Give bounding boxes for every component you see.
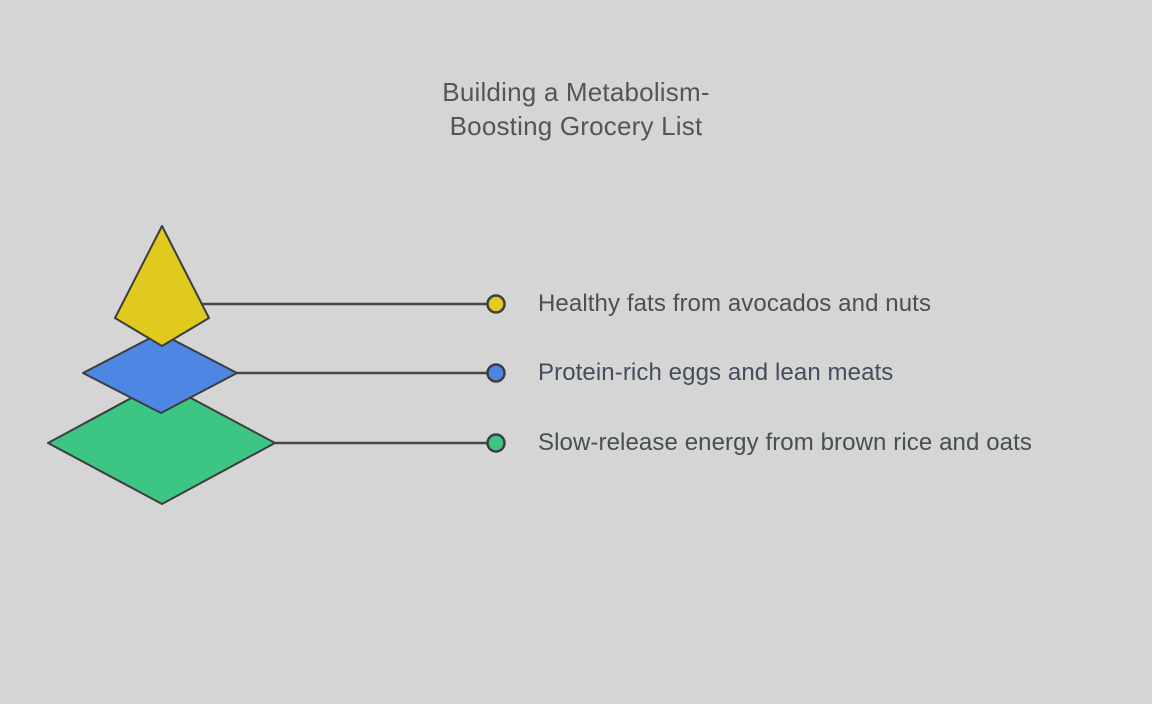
diagram-title-line-1: Building a Metabolism-: [442, 77, 710, 107]
connector-dot-2: [486, 363, 506, 383]
pyramid-level-middle-shape: [82, 332, 238, 414]
connector-dot-1: [486, 294, 506, 314]
pyramid-level-top-shape: [114, 225, 210, 347]
connector-dot-3: [486, 433, 506, 453]
item-label-healthy-fats: Healthy fats from avocados and nuts: [538, 290, 932, 317]
item-label-slow-release-energy: Slow-release energy from brown rice and …: [538, 429, 1032, 456]
pyramid-level-bottom-shape: [47, 381, 276, 505]
diagram-title: Building a Metabolism- Boosting Grocery …: [0, 75, 1152, 143]
diagram-title-line-2: Boosting Grocery List: [449, 111, 703, 141]
item-label-protein: Protein-rich eggs and lean meats: [538, 359, 894, 386]
